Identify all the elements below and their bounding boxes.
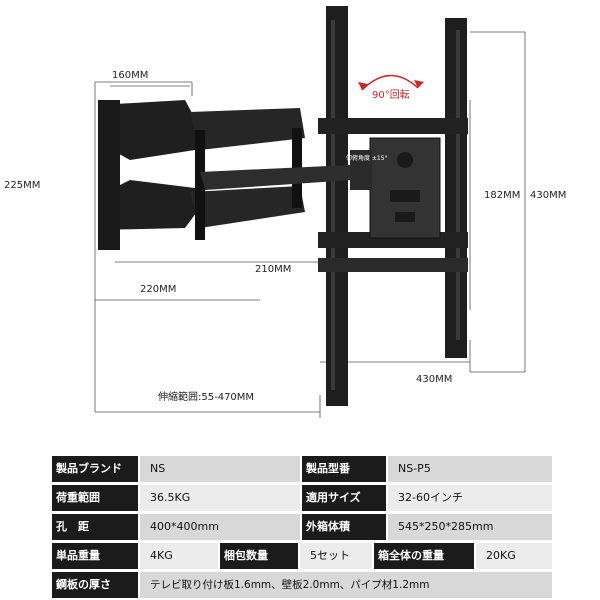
dim-160-label: 160MM (112, 70, 148, 81)
hole-distance-label: 孔 距 (52, 514, 138, 540)
steel-thickness-value: テレビ取り付け板1.6mm、壁板2.0mm、パイプ材1.2mm (140, 572, 552, 598)
spec-row: 荷重範囲 36.5KG 適用サイズ 32-60インチ (52, 485, 552, 511)
dim-430-height-label: 430MM (530, 190, 566, 201)
mounting-arm (98, 100, 352, 250)
crossbar-top (318, 118, 468, 134)
box-volume-label: 外箱体積 (302, 514, 386, 540)
vesa-plate (369, 137, 441, 239)
size-value: 32-60インチ (388, 485, 552, 511)
brand-label: 製品ブランド (52, 456, 138, 482)
product-diagram: 90°回転 160MM 225MM 210MM 220MM 182MM 430M… (4, 6, 566, 418)
wall-rail-right (445, 18, 467, 358)
box-weight-label: 箱全体の重量 (374, 543, 474, 569)
brand-value: NS (140, 456, 300, 482)
steel-thickness-label: 鋼板の厚さ (52, 572, 138, 598)
spec-row: 鋼板の厚さ テレビ取り付け板1.6mm、壁板2.0mm、パイプ材1.2mm (52, 572, 552, 598)
unit-weight-value: 4KG (140, 543, 218, 569)
model-value: NS-P5 (388, 456, 552, 482)
spec-row: 単品重量 4KG 梱包数量 5セット 箱全体の重量 20KG (52, 543, 552, 569)
rotate-label: 90°回転 (372, 89, 410, 101)
unit-weight-label: 単品重量 (52, 543, 138, 569)
tilt-label: 仰俯角度 ±15° (346, 154, 388, 162)
package-qty-value: 5セット (300, 543, 372, 569)
crossbar-lower (318, 258, 468, 272)
size-label: 適用サイズ (302, 485, 386, 511)
spec-row: 孔 距 400*400mm 外箱体積 545*250*285mm (52, 514, 552, 540)
extension-range-label: 伸縮範囲:55-470MM (158, 390, 254, 403)
box-volume-value: 545*250*285mm (388, 514, 552, 540)
dim-225-label: 225MM (4, 180, 40, 191)
model-label: 製品型番 (302, 456, 386, 482)
hole-distance-value: 400*400mm (140, 514, 300, 540)
dim-210-label: 210MM (255, 264, 291, 275)
dim-182-label: 182MM (484, 190, 520, 201)
package-qty-label: 梱包数量 (220, 543, 298, 569)
spec-table: 製品ブランド NS 製品型番 NS-P5 荷重範囲 36.5KG 適用サイズ 3… (52, 456, 552, 600)
dimension-lines (94, 31, 526, 418)
load-value: 36.5KG (140, 485, 300, 511)
dim-430-width-label: 430MM (416, 374, 452, 385)
load-label: 荷重範囲 (52, 485, 138, 511)
box-weight-value: 20KG (476, 543, 552, 569)
dim-220-label: 220MM (140, 284, 176, 295)
spec-row: 製品ブランド NS 製品型番 NS-P5 (52, 456, 552, 482)
rotation-indicator: 90°回転 (358, 74, 424, 101)
pivot-head (350, 150, 372, 190)
wall-rail-left (326, 6, 348, 406)
